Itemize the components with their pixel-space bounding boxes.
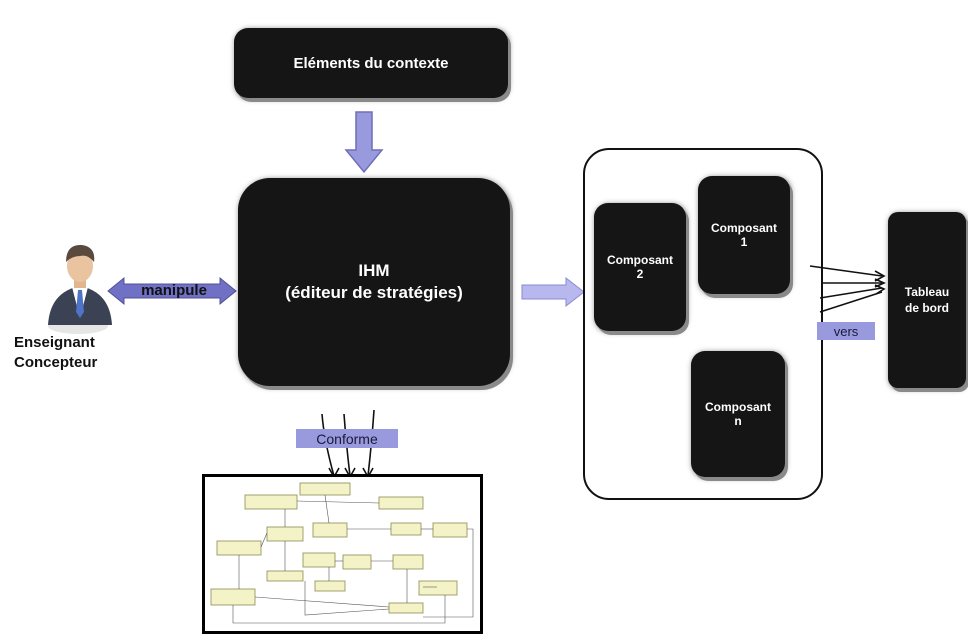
component-1-label: Composant: [711, 221, 777, 235]
dashboard-label-line2: de bord: [905, 301, 949, 315]
actor-label: Enseignant Concepteur: [14, 333, 144, 373]
manipule-label: manipule: [141, 282, 207, 299]
uml-diagram-drawing: [210, 482, 474, 624]
context-to-ihm-arrow: [344, 111, 384, 174]
ihm-strategy-editor-box: IHM (éditeur de stratégies): [238, 178, 510, 386]
dashboard-label-line1: Tableau: [904, 285, 950, 299]
context-elements-box: Eléments du contexte: [234, 28, 508, 98]
uml-class-diagram-thumbnail: [202, 474, 483, 634]
actor-label-line2: Concepteur: [14, 354, 98, 371]
actor-label-line1: Enseignant: [14, 334, 95, 351]
component-1-number: 1: [740, 235, 748, 249]
component-2-box: Composant 2: [594, 203, 686, 331]
ihm-subtitle: (éditeur de stratégies): [285, 283, 463, 302]
component-2-number: 2: [636, 267, 644, 281]
dashboard-box: Tableau de bord: [888, 212, 966, 388]
ihm-title: IHM: [358, 261, 390, 280]
ihm-to-components-arrow: [521, 276, 585, 308]
vers-label: vers: [817, 322, 875, 340]
component-2-label: Composant: [607, 253, 673, 267]
context-elements-label: Eléments du contexte: [293, 54, 449, 72]
businessman-icon: [48, 244, 112, 334]
component-n-label: Composant: [705, 400, 771, 414]
component-1-box: Composant 1: [698, 176, 790, 294]
component-n-number: n: [734, 414, 742, 428]
manipule-double-arrow: [107, 276, 237, 306]
component-n-box: Composant n: [691, 351, 785, 477]
conforme-label: Conforme: [296, 429, 398, 448]
